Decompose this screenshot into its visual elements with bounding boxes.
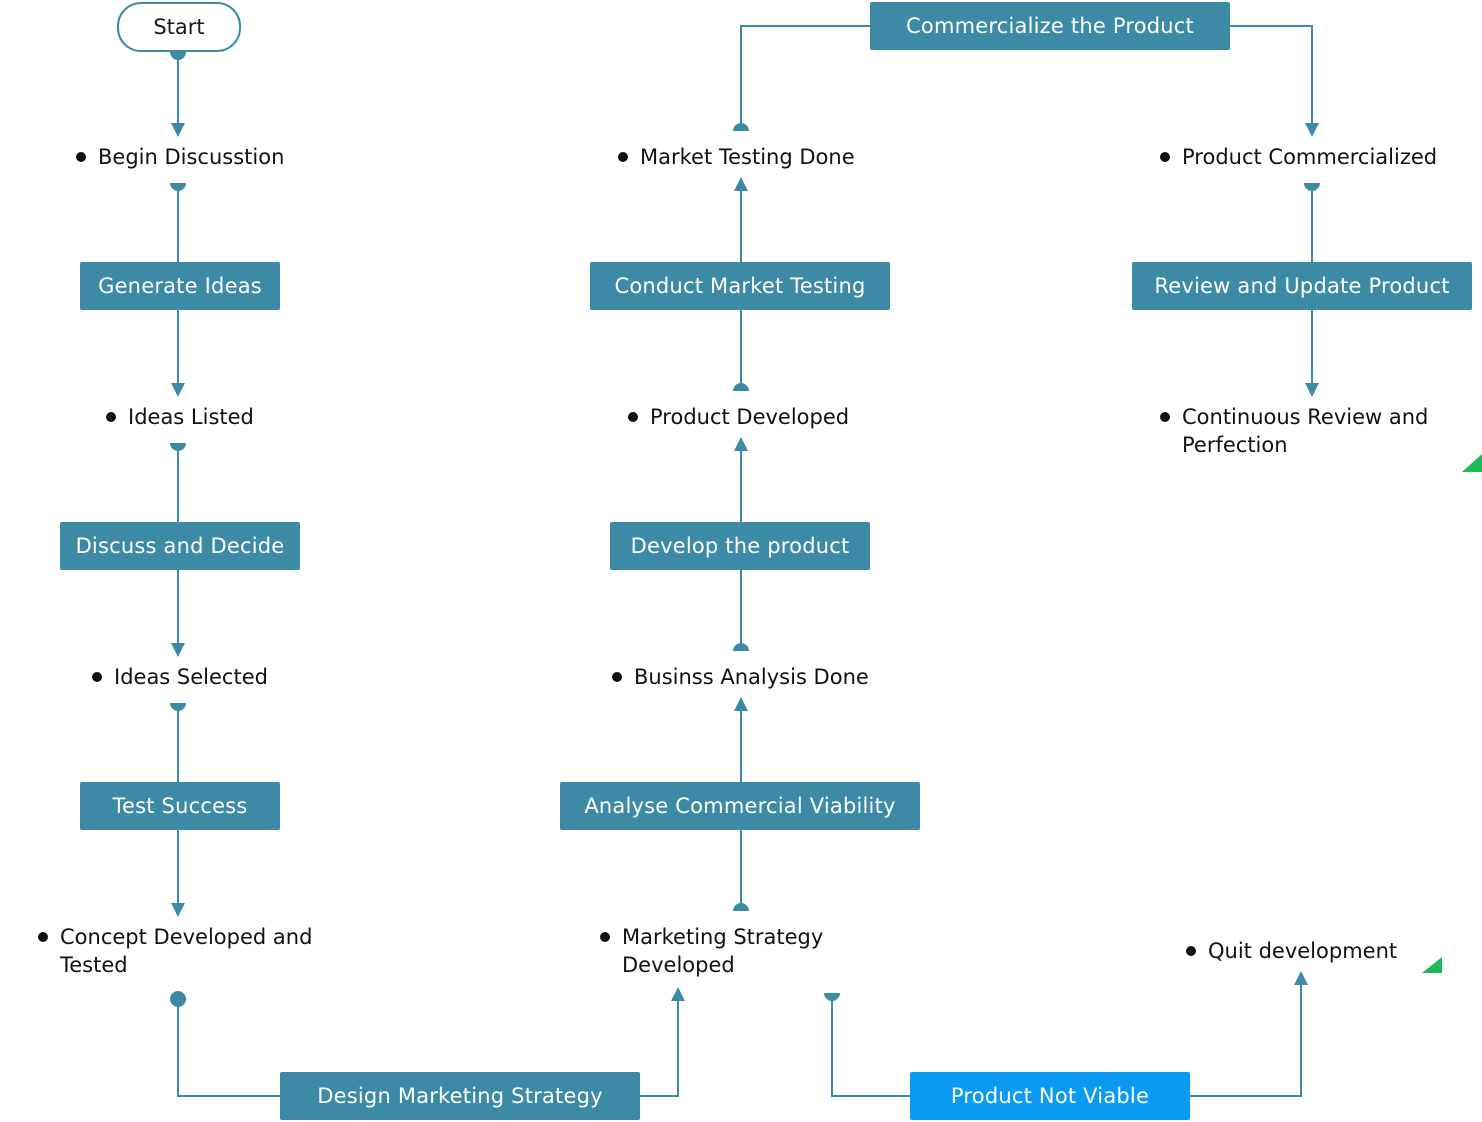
port-begin-discussion-bottom [170, 183, 186, 191]
port-marketing-strategy-developed-top [733, 903, 749, 911]
task-label: Discuss and Decide [75, 534, 285, 558]
state-product-commercialized[interactable]: Product Commercialized [1160, 143, 1437, 171]
edge-marketing-strategy-developed-to-product-not-viable [831, 996, 910, 1097]
port-product-developed-top [733, 383, 749, 391]
edge-design-marketing-strategy-to-marketing-strategy-developed [640, 987, 685, 1097]
state-marketing-strategy-developed[interactable]: Marketing Strategy Developed [600, 923, 823, 979]
port-start-bottom [170, 52, 186, 60]
edge-concept-developed-to-design-marketing-strategy [177, 1000, 280, 1097]
task-product-not-viable[interactable]: Product Not Viable [910, 1072, 1190, 1120]
state-quit-development[interactable]: Quit development [1186, 937, 1397, 965]
task-label: Conduct Market Testing [614, 274, 866, 298]
port-marketing-strategy-developed-right [824, 993, 840, 1001]
task-design-marketing-strategy[interactable]: Design Marketing Strategy [280, 1072, 640, 1120]
port-concept-developed-bottom [170, 991, 186, 1007]
task-conduct-market-testing[interactable]: Conduct Market Testing [590, 262, 890, 310]
state-begin-discussion[interactable]: Begin Discusstion [76, 143, 284, 171]
edge-commercialize-the-product-to-product-commercialized [1230, 25, 1319, 137]
bullet-icon [38, 932, 48, 942]
port-market-testing-done-top [733, 123, 749, 131]
port-ideas-selected-bottom [170, 703, 186, 711]
bullet-icon [1160, 152, 1170, 162]
bullet-icon [76, 152, 86, 162]
state-label: Ideas Listed [128, 405, 254, 429]
task-test-success[interactable]: Test Success [80, 782, 280, 830]
edge-product-not-viable-to-quit-development [1190, 971, 1308, 1097]
task-label: Review and Update Product [1154, 274, 1450, 298]
port-product-commercialized-bottom [1304, 183, 1320, 191]
bullet-icon [92, 672, 102, 682]
corner-mark-quit-development [1422, 957, 1442, 973]
task-label: Test Success [112, 794, 248, 818]
state-label: Marketing Strategy Developed [622, 925, 824, 977]
state-label: Market Testing Done [640, 145, 855, 169]
port-ideas-listed-bottom [170, 443, 186, 451]
state-label: Businss Analysis Done [634, 665, 869, 689]
state-label: Quit development [1208, 939, 1398, 963]
bullet-icon [618, 152, 628, 162]
state-label: Continuous Review and Perfection [1182, 405, 1429, 457]
port-business-analysis-done-top [733, 643, 749, 651]
bullet-icon [1160, 412, 1170, 422]
state-label: Begin Discusstion [98, 145, 285, 169]
state-label: Product Commercialized [1182, 145, 1438, 169]
bullet-icon [612, 672, 622, 682]
task-label: Generate Ideas [98, 274, 262, 298]
start-label: Start [153, 15, 205, 39]
edge-market-testing-done-to-commercialize-the-product [740, 25, 870, 128]
state-label: Concept Developed and Tested [60, 925, 313, 977]
task-label: Product Not Viable [950, 1084, 1150, 1108]
start-terminator[interactable]: Start [117, 2, 241, 52]
bullet-icon [1186, 946, 1196, 956]
task-analyse-commercial-viability[interactable]: Analyse Commercial Viability [560, 782, 920, 830]
state-label: Ideas Selected [114, 665, 268, 689]
state-market-testing-done[interactable]: Market Testing Done [618, 143, 855, 171]
state-ideas-listed[interactable]: Ideas Listed [106, 403, 254, 431]
task-review-and-update-product[interactable]: Review and Update Product [1132, 262, 1472, 310]
state-product-developed[interactable]: Product Developed [628, 403, 849, 431]
state-concept-developed[interactable]: Concept Developed and Tested [38, 923, 312, 979]
bullet-icon [106, 412, 116, 422]
task-label: Analyse Commercial Viability [584, 794, 896, 818]
state-business-analysis-done[interactable]: Businss Analysis Done [612, 663, 869, 691]
task-label: Design Marketing Strategy [317, 1084, 603, 1108]
task-discuss-and-decide[interactable]: Discuss and Decide [60, 522, 300, 570]
task-generate-ideas[interactable]: Generate Ideas [80, 262, 280, 310]
corner-mark-continuous-review [1462, 454, 1482, 472]
task-label: Develop the product [630, 534, 850, 558]
task-develop-the-product[interactable]: Develop the product [610, 522, 870, 570]
task-commercialize-the-product[interactable]: Commercialize the Product [870, 2, 1230, 50]
state-label: Product Developed [650, 405, 850, 429]
state-ideas-selected[interactable]: Ideas Selected [92, 663, 268, 691]
task-label: Commercialize the Product [906, 14, 1194, 38]
bullet-icon [600, 932, 610, 942]
bullet-icon [628, 412, 638, 422]
state-continuous-review[interactable]: Continuous Review and Perfection [1160, 403, 1428, 459]
